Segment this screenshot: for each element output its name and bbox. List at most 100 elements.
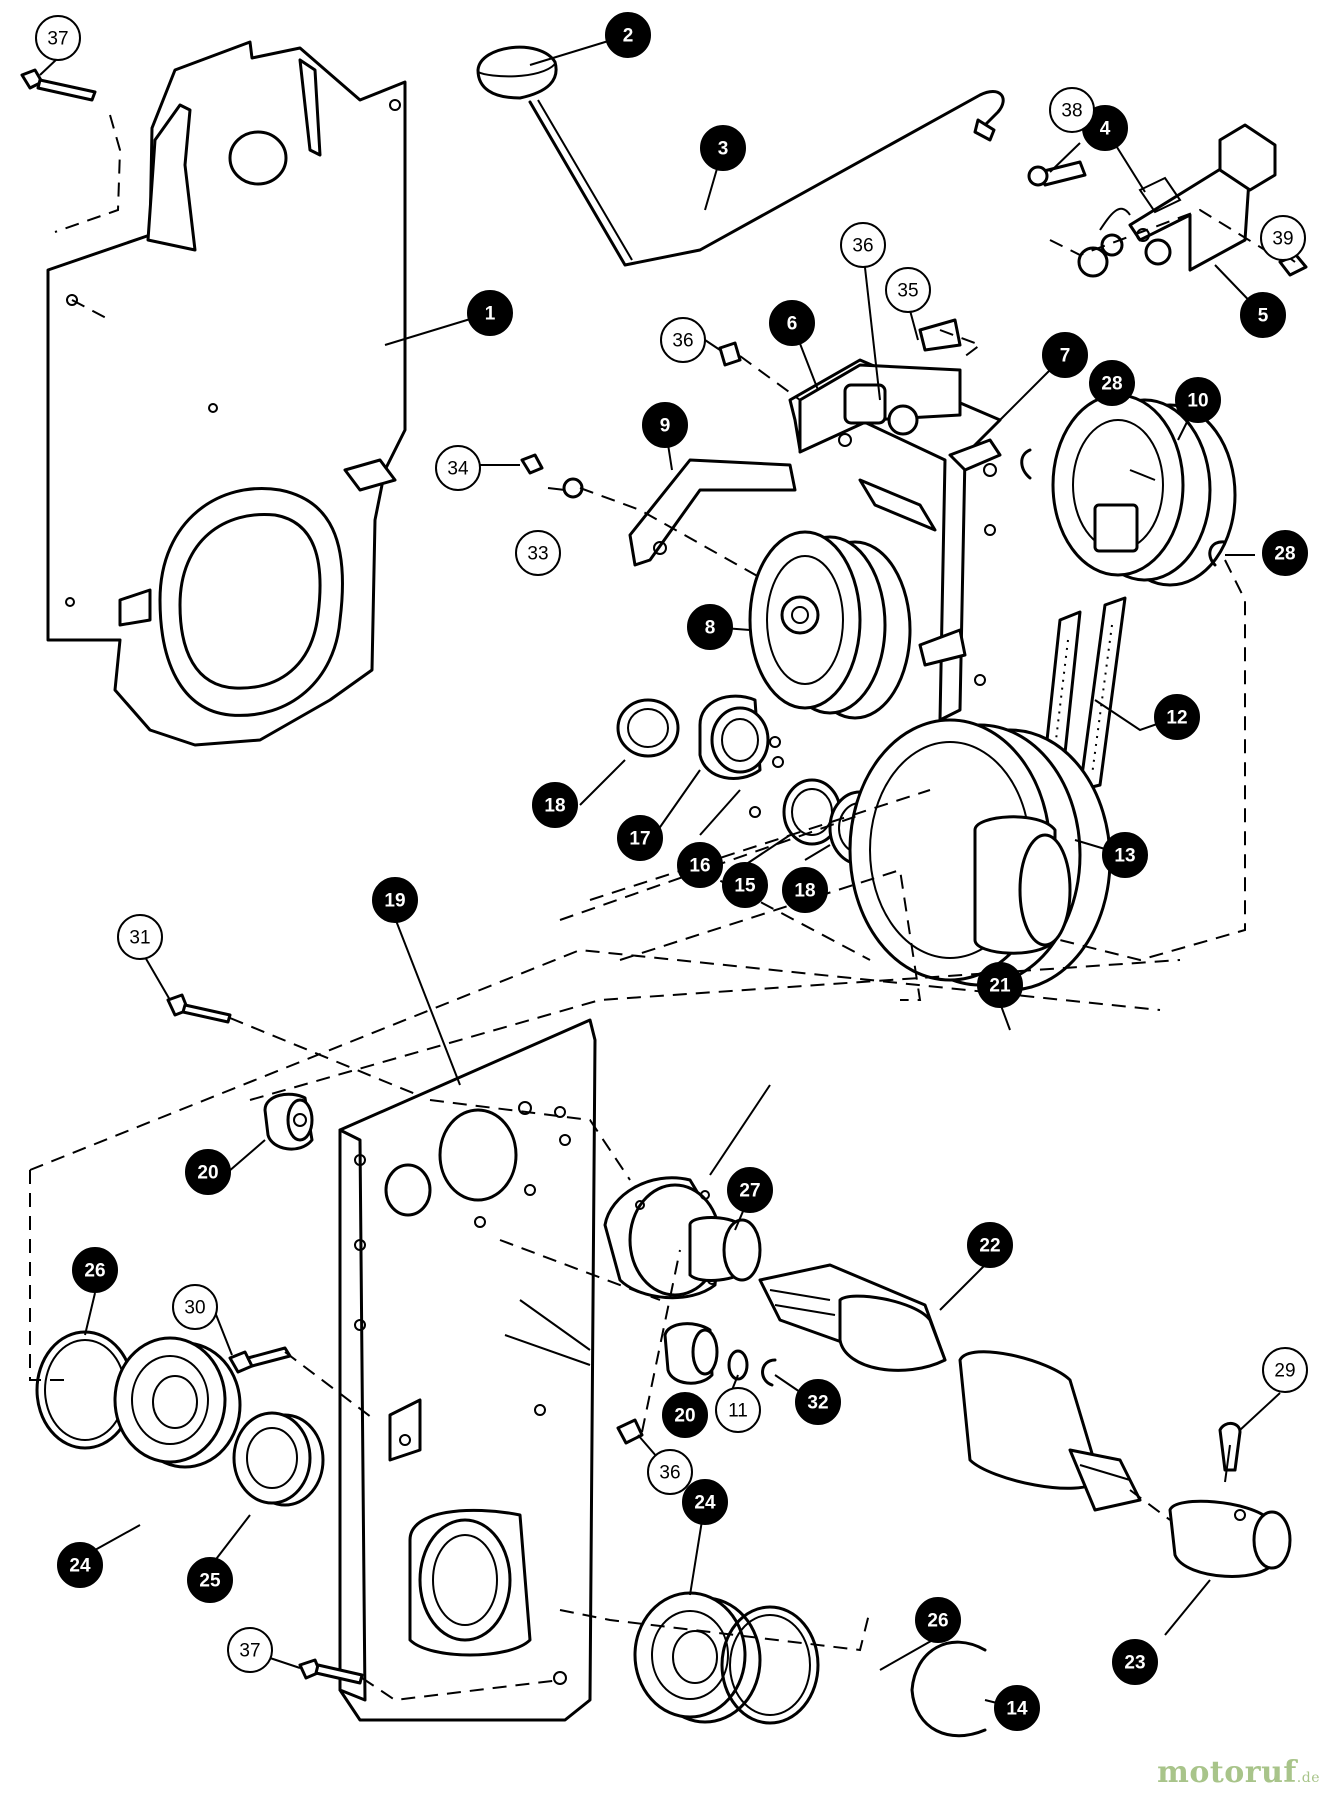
callout-circle	[700, 125, 746, 171]
callout-18: 18	[782, 867, 828, 913]
callout-28: 28	[1089, 360, 1135, 406]
callout-number: 37	[239, 1641, 260, 1662]
part-knob	[476, 45, 558, 100]
dash-ring-28	[1059, 559, 1246, 962]
dash-bearing	[589, 789, 931, 901]
callout-26: 26	[72, 1247, 118, 1293]
callout-circle	[1042, 332, 1088, 378]
callout-number: 20	[197, 1163, 218, 1184]
callout-number: 9	[660, 416, 671, 437]
part-spacer-20-upper	[263, 1092, 314, 1151]
callout-circle	[840, 222, 886, 268]
part-idler-arm	[788, 318, 1002, 722]
callout-number: 3	[718, 139, 729, 160]
part-snap-ring-28b	[1208, 540, 1227, 567]
callout-circle	[515, 530, 561, 576]
callout-circle	[605, 12, 651, 58]
callout-number: 18	[544, 796, 565, 817]
callout-number: 8	[705, 618, 716, 639]
callout-1: 1	[467, 290, 513, 336]
dash-36	[739, 355, 801, 401]
callout-number: 26	[84, 1261, 105, 1282]
callout-circle	[35, 15, 81, 61]
part-seal-25	[232, 1411, 325, 1507]
dash-30	[284, 1351, 376, 1421]
callout-circle	[662, 1392, 708, 1438]
part-snap-ring-26-right	[720, 1605, 820, 1725]
callout-number: 12	[1166, 708, 1187, 729]
callout-26: 26	[915, 1597, 961, 1643]
callout-circle	[977, 962, 1023, 1008]
dash-37-to-plate	[54, 114, 122, 233]
callout-number: 20	[674, 1406, 695, 1427]
part-nut-36	[718, 341, 742, 367]
callout-circle	[1154, 694, 1200, 740]
callout-circle	[172, 1284, 218, 1330]
callout-circle	[372, 877, 418, 923]
dash-frame-top	[29, 948, 1161, 1171]
callout-17: 17	[617, 815, 663, 861]
part-coupling	[1168, 1499, 1292, 1578]
dash-left-frame	[29, 1170, 70, 1381]
callout-circle	[117, 914, 163, 960]
dash-33	[579, 487, 801, 601]
callout-5: 5	[1240, 292, 1286, 338]
callout-circle	[885, 267, 931, 313]
callout-circle	[915, 1597, 961, 1643]
part-flange-hub	[603, 1176, 762, 1300]
part-large-pulley	[848, 718, 1112, 992]
callout-20: 20	[185, 1149, 231, 1195]
callout-28: 28	[1262, 530, 1308, 576]
callout-circle	[1262, 530, 1308, 576]
part-clip-32	[761, 1358, 777, 1387]
callout-circle	[795, 1379, 841, 1425]
callout-number: 36	[672, 331, 693, 352]
callout-number: 27	[739, 1181, 760, 1202]
callout-number: 1	[485, 304, 496, 325]
callout-circle	[727, 1167, 773, 1213]
callout-number: 22	[979, 1236, 1000, 1257]
callout-circle	[677, 842, 723, 888]
callout-circle	[769, 300, 815, 346]
callout-circle	[187, 1557, 233, 1603]
dash-assembly-b	[619, 868, 922, 1001]
dash-bottom-ring	[559, 1609, 871, 1652]
callout-36: 36	[660, 317, 706, 363]
callout-circle	[1175, 377, 1221, 423]
callout-number: 35	[897, 281, 918, 302]
dash-bracket	[1049, 208, 1266, 257]
dash-frame-mid	[249, 959, 1181, 1101]
callout-number: 7	[1060, 346, 1071, 367]
callout-circle	[185, 1149, 231, 1195]
part-hairpin	[1218, 1422, 1242, 1483]
callout-38: 38	[1049, 87, 1095, 133]
part-bolt-31	[166, 993, 232, 1024]
callout-23: 23	[1112, 1639, 1158, 1685]
callout-circle	[1112, 1639, 1158, 1685]
callout-16: 16	[677, 842, 723, 888]
callout-9: 9	[642, 402, 688, 448]
part-retaining-ring-14	[910, 1640, 987, 1738]
callout-20: 20	[662, 1392, 708, 1438]
callout-number: 21	[989, 976, 1011, 997]
part-cover-plate	[46, 40, 407, 747]
callout-7: 7	[1042, 332, 1088, 378]
part-mount-plate	[338, 1018, 597, 1722]
callout-number: 37	[47, 29, 68, 50]
part-bearing-24-left	[113, 1336, 242, 1469]
callout-number: 18	[794, 881, 815, 902]
callout-3: 3	[700, 125, 746, 171]
part-bolt-37-top	[20, 68, 97, 102]
dash-23	[1129, 1489, 1171, 1521]
callout-number: 39	[1272, 229, 1293, 250]
callout-number: 16	[689, 856, 710, 877]
callout-19: 19	[372, 877, 418, 923]
callout-number: 23	[1124, 1653, 1145, 1674]
part-bolt-37-bottom	[298, 1658, 364, 1685]
part-bolt-30	[228, 1346, 292, 1374]
dash-35	[939, 329, 983, 361]
callout-24: 24	[682, 1479, 728, 1525]
callout-circle	[467, 290, 513, 336]
callout-number: 24	[694, 1493, 716, 1514]
